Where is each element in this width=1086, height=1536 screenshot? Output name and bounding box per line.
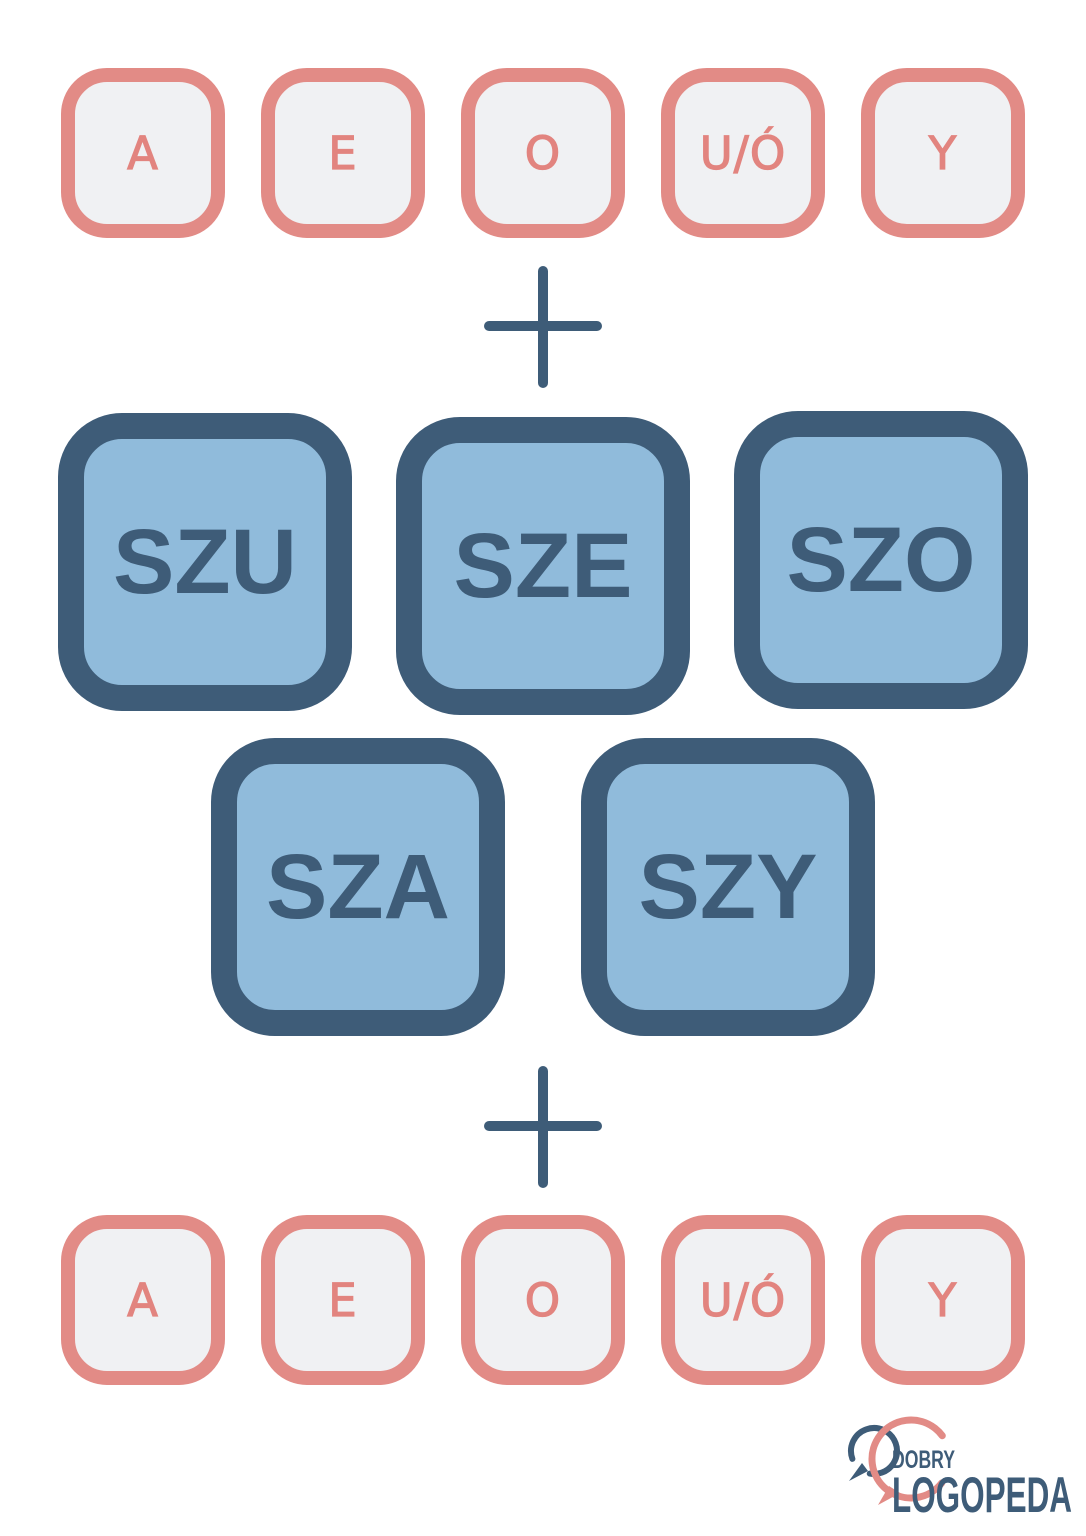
syllable-label: SZU [113, 510, 297, 613]
vowel-tile-y: Y [861, 68, 1025, 238]
vowel-tile-o: O [461, 1215, 625, 1385]
vowel-label: O [524, 126, 562, 180]
vowel-row-top: A E O U/Ó Y [0, 68, 1086, 238]
vowel-tile-o: O [461, 68, 625, 238]
vowel-tile-uo: U/Ó [661, 1215, 825, 1385]
vowel-label: U/Ó [699, 1273, 787, 1327]
syllable-label: SZY [638, 835, 818, 938]
syllable-tile-sza: SZA [211, 738, 505, 1036]
speech-bubbles-icon [848, 1416, 954, 1505]
syllable-label: SZA [266, 835, 450, 938]
syllable-tile-szo: SZO [734, 411, 1028, 709]
vowel-label: O [524, 1273, 562, 1327]
logo-text-logopeda: LOGOPEDA [892, 1467, 1072, 1523]
syllable-tile-szy: SZY [581, 738, 875, 1036]
vowel-tile-uo: U/Ó [661, 68, 825, 238]
plus-icon [484, 1066, 602, 1188]
syllable-row-1: SZU SZE SZO [0, 411, 1086, 715]
vowel-row-bottom: A E O U/Ó Y [0, 1215, 1086, 1385]
vowel-tile-a: A [61, 1215, 225, 1385]
syllable-tile-sze: SZE [396, 417, 690, 715]
vowel-label: U/Ó [699, 126, 787, 180]
dobry-logopeda-logo: DOBRY LOGOPEDA [848, 1416, 1072, 1523]
syllable-label: SZE [453, 514, 633, 617]
vowel-label: A [126, 1273, 159, 1327]
vowel-tile-e: E [261, 68, 425, 238]
syllable-label: SZO [786, 508, 976, 611]
vowel-label: Y [928, 126, 958, 180]
vowel-label: E [328, 1273, 358, 1327]
logo-text-dobry: DOBRY [892, 1446, 955, 1474]
vowel-label: Y [928, 1273, 958, 1327]
syllable-tile-szu: SZU [58, 413, 352, 711]
vowel-label: E [328, 126, 358, 180]
vowel-tile-y: Y [861, 1215, 1025, 1385]
plus-icon [484, 266, 602, 388]
syllable-row-2: SZA SZY [0, 738, 1086, 1036]
vowel-tile-a: A [61, 68, 225, 238]
vowel-label: A [126, 126, 159, 180]
vowel-tile-e: E [261, 1215, 425, 1385]
